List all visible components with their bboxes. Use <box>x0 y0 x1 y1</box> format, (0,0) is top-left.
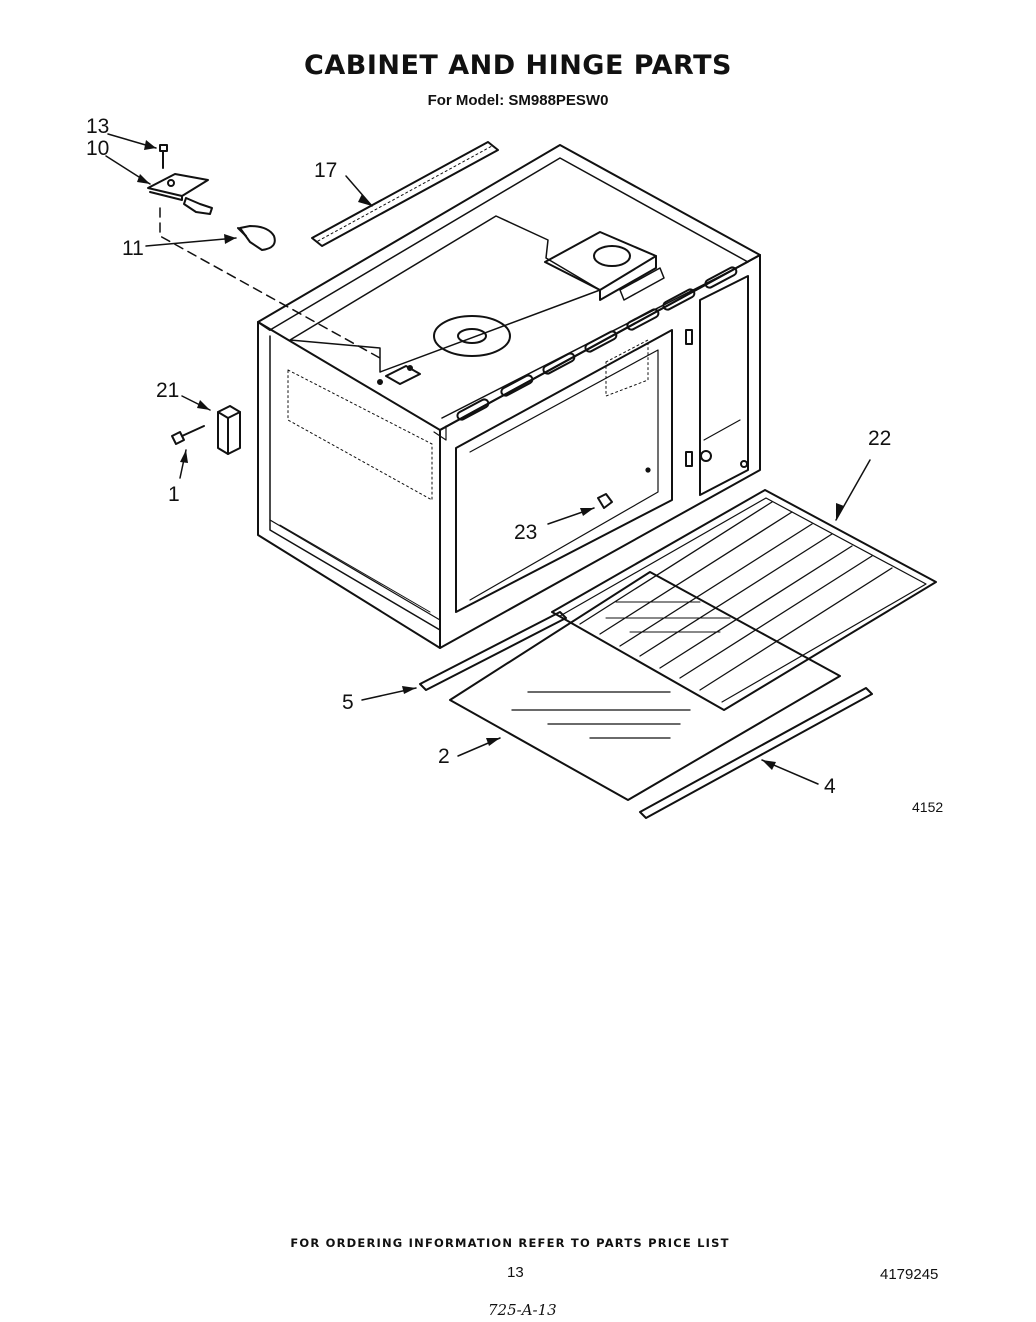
figure-number: 4152 <box>912 799 944 815</box>
part-13-screw <box>159 144 168 169</box>
callout-10: 10 <box>86 137 110 160</box>
lamp-socket <box>183 197 213 215</box>
part-5-rail <box>419 611 567 691</box>
callout-22: 22 <box>868 427 892 450</box>
callout-21: 21 <box>156 379 180 402</box>
handwritten-note: 725-A-13 <box>488 1301 557 1319</box>
part-1-screw <box>171 425 205 445</box>
part-11-lamp-bulb <box>237 225 276 251</box>
part-22-oven-rack <box>551 489 937 711</box>
page-title: CABINET AND HINGE PARTS <box>304 50 732 81</box>
page-number: 13 <box>507 1264 524 1281</box>
model-subtitle: For Model: SM988PESW0 <box>427 92 609 109</box>
part-17-gasket-strip <box>311 141 499 247</box>
part-2-glass-panel <box>449 571 841 801</box>
part-4-rail <box>639 687 873 819</box>
leader-arrowheads <box>137 140 844 770</box>
cabinet <box>257 144 761 649</box>
ordering-note: FOR ORDERING INFORMATION REFER TO PARTS … <box>290 1236 730 1250</box>
callout-1: 1 <box>168 483 180 506</box>
assembly-line <box>159 207 381 359</box>
callout-13: 13 <box>86 115 110 138</box>
callout-2: 2 <box>438 745 450 768</box>
part-10-lamp-bracket <box>147 173 209 201</box>
callout-17: 17 <box>314 159 338 182</box>
leader-lines <box>105 133 871 785</box>
leader-11 <box>145 237 237 247</box>
part-21-spacer-block <box>217 405 241 455</box>
callout-11: 11 <box>122 237 144 260</box>
callout-4: 4 <box>824 775 836 798</box>
callout-23: 23 <box>514 521 538 544</box>
part-23-clip <box>597 467 651 509</box>
document-number: 4179245 <box>880 1266 939 1283</box>
callout-5: 5 <box>342 691 354 714</box>
